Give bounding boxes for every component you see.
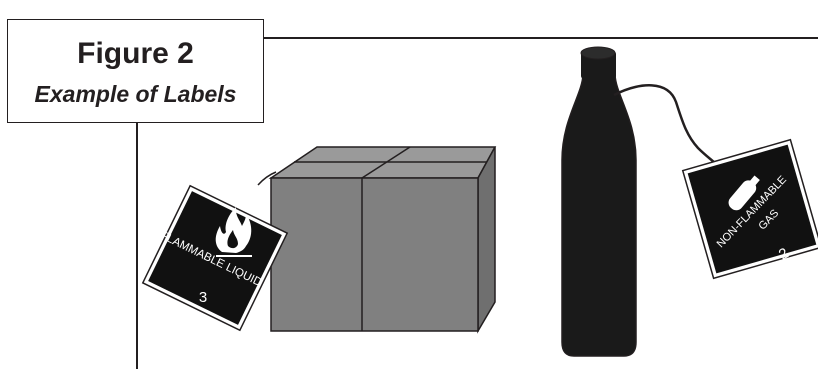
box-front-face — [271, 178, 478, 331]
cylinder-cap-top — [581, 47, 615, 59]
box-side-face — [478, 147, 495, 331]
flammable-class-number: 3 — [199, 289, 207, 306]
gas-cylinder — [562, 47, 636, 356]
package-box — [271, 147, 495, 331]
cylinder-body — [562, 75, 636, 356]
